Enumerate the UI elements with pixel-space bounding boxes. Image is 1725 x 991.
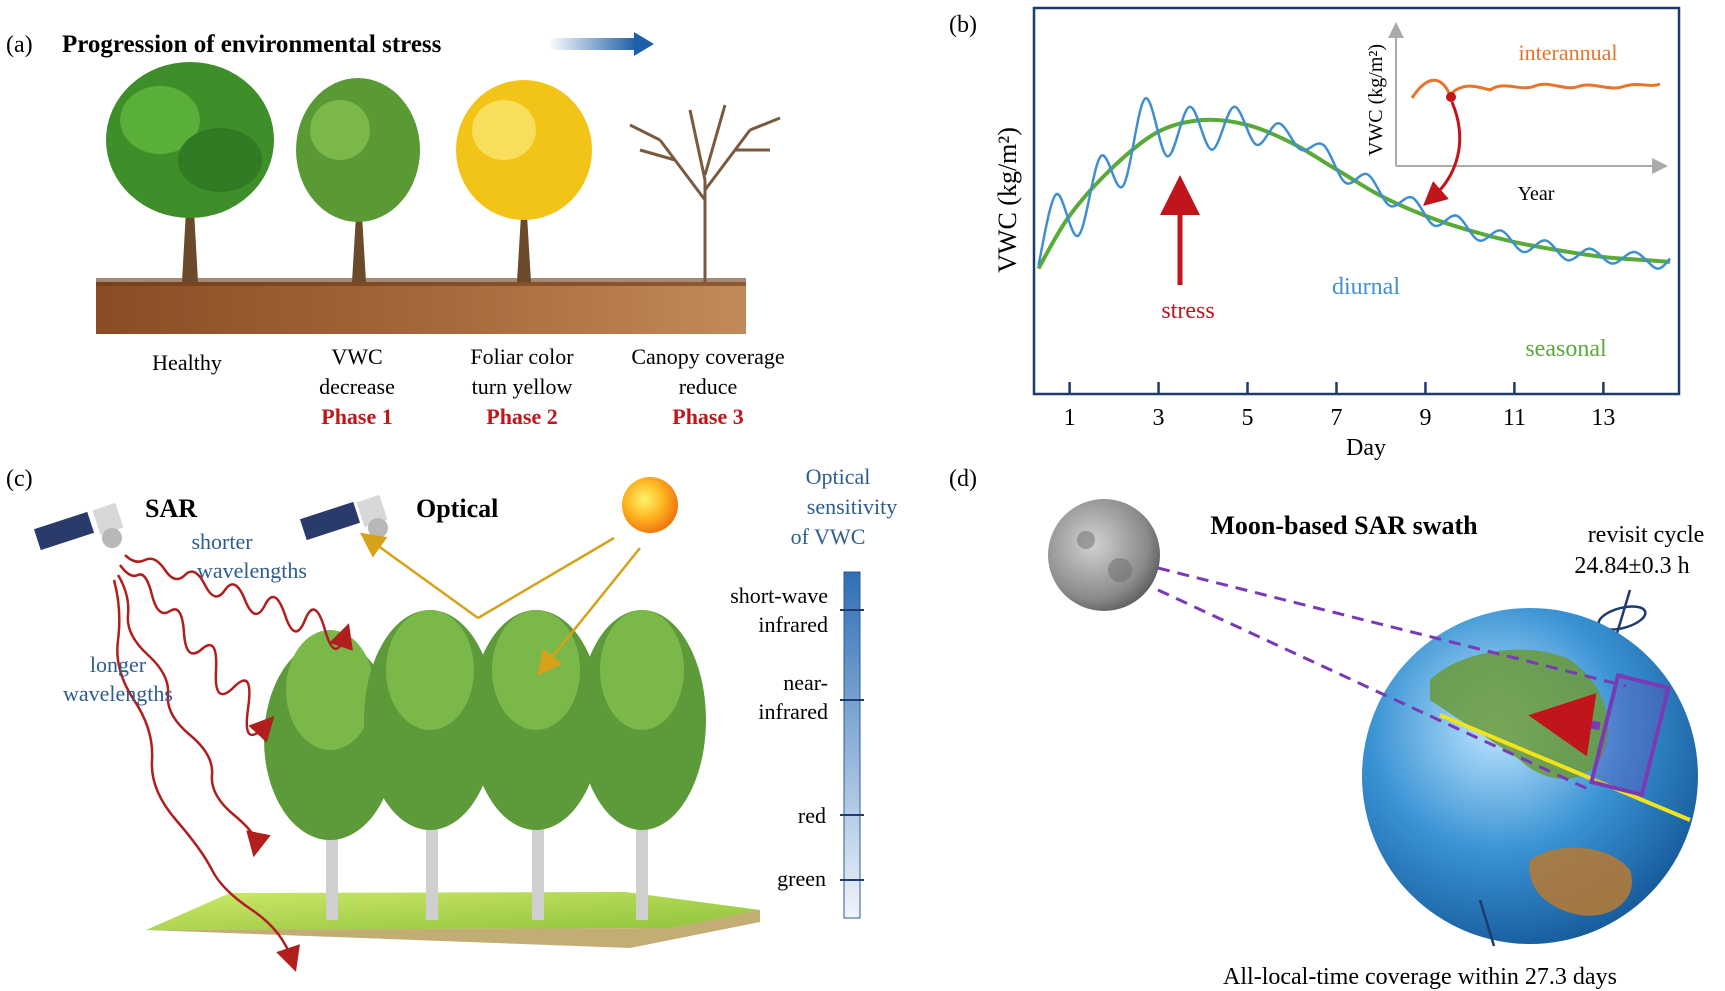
- x-tick-label: 7: [1330, 405, 1342, 431]
- panel-c-label: (c): [6, 466, 33, 492]
- series-diurnal-line: [1037, 97, 1671, 270]
- sar-wave-short-1: [124, 554, 353, 651]
- earth-australia-land: [1529, 847, 1632, 916]
- ground-plate-edge: [146, 910, 760, 948]
- shorter-label-line1: shorter: [191, 529, 253, 554]
- panel-a-label: (a): [6, 32, 33, 58]
- band-green: green: [777, 866, 826, 891]
- revisit-line1: revisit cycle: [1588, 522, 1705, 548]
- annotation-diurnal: diurnal: [1332, 274, 1400, 300]
- x-tick-label: 9: [1419, 405, 1431, 431]
- moon-icon: [1048, 499, 1160, 611]
- inset-drop-arrow: [1423, 101, 1462, 206]
- swath-footprint: [1589, 672, 1671, 798]
- tree-label-phase1-line1: VWC: [331, 344, 382, 369]
- chart-ylabel: VWC (kg/m²): [993, 127, 1022, 273]
- healthy-tree-icon: [106, 62, 274, 282]
- swath-ray-upper: [1157, 566, 1627, 688]
- tree-label-phase2-line1: Foliar color: [470, 344, 574, 369]
- panel-b-label: (b): [949, 12, 977, 38]
- tree-label-phase1-line2: decrease: [319, 374, 395, 399]
- x-tick-label: 5: [1242, 405, 1254, 431]
- swath-title: Moon-based SAR swath: [1210, 511, 1478, 540]
- inset-chart: VWC (kg/m²) Year interannual: [1365, 22, 1668, 206]
- ray-sun-in-1: [477, 536, 615, 620]
- phase3-bare-tree-icon: [629, 104, 781, 282]
- panel-a-title: Progression of environmental stress: [62, 31, 442, 58]
- earth-axis-bottom: [1478, 899, 1496, 947]
- moon-crater: [1108, 558, 1132, 582]
- moon-crater: [1077, 531, 1095, 549]
- sensitivity-bar: [843, 571, 861, 919]
- sar-wave-long-2: [112, 579, 300, 972]
- soil-top-edge: [96, 278, 746, 286]
- inset-stress-point: [1446, 92, 1456, 102]
- canopy-trees-icon: [264, 610, 706, 920]
- phase2-tree-icon: [456, 80, 592, 282]
- shorter-label-line2: wavelengths: [197, 558, 307, 583]
- sensitivity-title-line2: sensitivity: [807, 494, 897, 519]
- longer-label-line2: wavelengths: [63, 681, 173, 706]
- phase3-label: Phase 3: [672, 404, 744, 429]
- annotation-seasonal: seasonal: [1525, 336, 1607, 362]
- panel-d-label: (d): [949, 466, 977, 492]
- panel-c: (c) SAR: [6, 464, 897, 972]
- equator-line: [1439, 713, 1691, 822]
- annotation-stress: stress: [1161, 298, 1214, 324]
- phase2-label: Phase 2: [486, 404, 558, 429]
- optical-label: Optical: [416, 494, 498, 523]
- swath-motion-arrow: [1528, 693, 1601, 757]
- ground-plate: [146, 892, 760, 930]
- sar-satellite-icon: [33, 502, 124, 551]
- panel-d: (d) Moon-based SAR swath revisit cycle 2…: [949, 466, 1704, 990]
- sar-label: SAR: [145, 494, 197, 523]
- sun-icon: [622, 477, 678, 533]
- x-tick-label: 3: [1153, 405, 1165, 431]
- progression-arrow-head: [634, 32, 654, 56]
- sar-wave-short-2: [118, 564, 275, 743]
- band-swir-line2: infrared: [758, 612, 828, 637]
- chart-xlabel: Day: [1346, 435, 1386, 461]
- ray-reflect-1: [359, 532, 479, 620]
- sar-wave-long-1: [116, 574, 271, 858]
- band-nir-line2: infrared: [758, 699, 828, 724]
- ray-sun-in-2: [537, 547, 641, 676]
- tree-label-phase2-line2: turn yellow: [472, 374, 573, 399]
- chart-frame: [1032, 6, 1681, 396]
- sensitivity-title-line3: of VWC: [791, 524, 866, 549]
- sensitivity-title-line1: Optical: [806, 464, 871, 489]
- phase1-label: Phase 1: [321, 404, 393, 429]
- band-red: red: [798, 803, 826, 828]
- band-swir-line1: short-wave: [730, 583, 828, 608]
- band-nir-line1: near-: [783, 670, 828, 695]
- inset-ylabel: VWC (kg/m²): [1365, 44, 1387, 156]
- optical-satellite-icon: [299, 494, 388, 541]
- x-tick-label: 13: [1591, 405, 1615, 431]
- inset-series-label: interannual: [1519, 40, 1618, 65]
- x-tick-label: 11: [1503, 405, 1526, 431]
- progression-arrow-shaft: [548, 38, 636, 50]
- tree-label-phase3-line1: Canopy coverage: [631, 344, 784, 369]
- panel-a: (a) Progression of environmental stress: [6, 31, 785, 429]
- tree-label-phase3-line2: reduce: [679, 374, 738, 399]
- coverage-text: All-local-time coverage within 27.3 days: [1223, 964, 1617, 990]
- longer-label-line1: longer: [90, 652, 147, 677]
- x-tick-label: 1: [1064, 405, 1076, 431]
- revisit-line2: 24.84±0.3 h: [1574, 553, 1689, 579]
- soil-strip: [96, 282, 746, 334]
- inset-xlabel: Year: [1518, 183, 1555, 205]
- tree-label-healthy: Healthy: [152, 350, 222, 375]
- phase1-tree-icon: [296, 78, 420, 282]
